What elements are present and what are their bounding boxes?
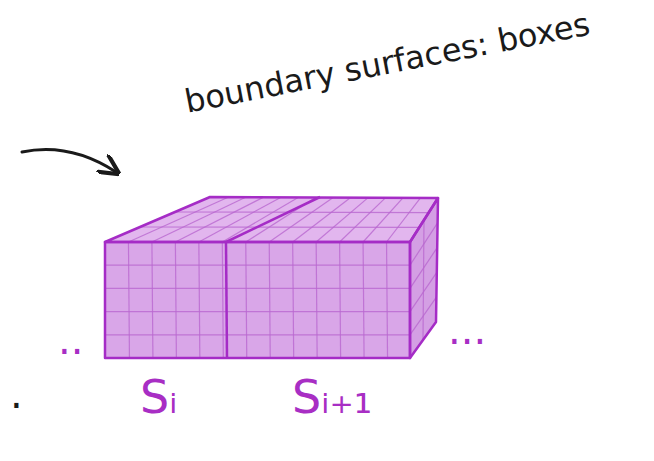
stray-dot: . [10,372,23,416]
surface-label: Sᵢ [140,372,177,423]
front-outline [105,242,410,358]
grid-line [293,242,294,358]
box-seam [226,242,227,358]
grid-line [222,242,223,358]
grid-line [316,198,368,242]
grid-line [152,198,245,242]
grid-line [269,242,270,358]
surface-label: Sᵢ₊₁ [292,372,372,423]
grid-line [175,198,262,242]
grid-line [128,198,227,242]
side-outline [410,198,438,358]
boxes [105,197,438,358]
grid-line [316,242,317,358]
grid-line [105,288,410,289]
grid-lines [105,198,438,358]
grid-line [246,242,247,358]
side-face [410,198,438,358]
grid-line [175,242,176,358]
top-seam [226,197,320,242]
grid-line [128,242,129,358]
grid-line [105,265,410,266]
annotation-note: boundary surfaces: boxes [168,4,607,122]
grid-line [387,242,388,358]
pointer-arrow [22,150,116,173]
continuation-dots: ... [448,308,486,352]
grid-line [175,211,429,213]
grid-line [423,220,424,340]
grid-line [199,242,200,358]
grid-line [222,198,297,242]
continuation-dots: .. [58,318,83,362]
front-face [105,242,410,358]
grid-line [140,226,419,228]
grid-line [105,334,410,335]
grid-line [363,242,364,358]
grid-line [363,198,403,242]
box-outline [105,197,438,358]
top-face [105,197,438,242]
grid-line [340,198,386,242]
top-outline [105,197,438,242]
grid-line [105,311,410,312]
grid-line [152,242,153,358]
grid-line [340,242,341,358]
